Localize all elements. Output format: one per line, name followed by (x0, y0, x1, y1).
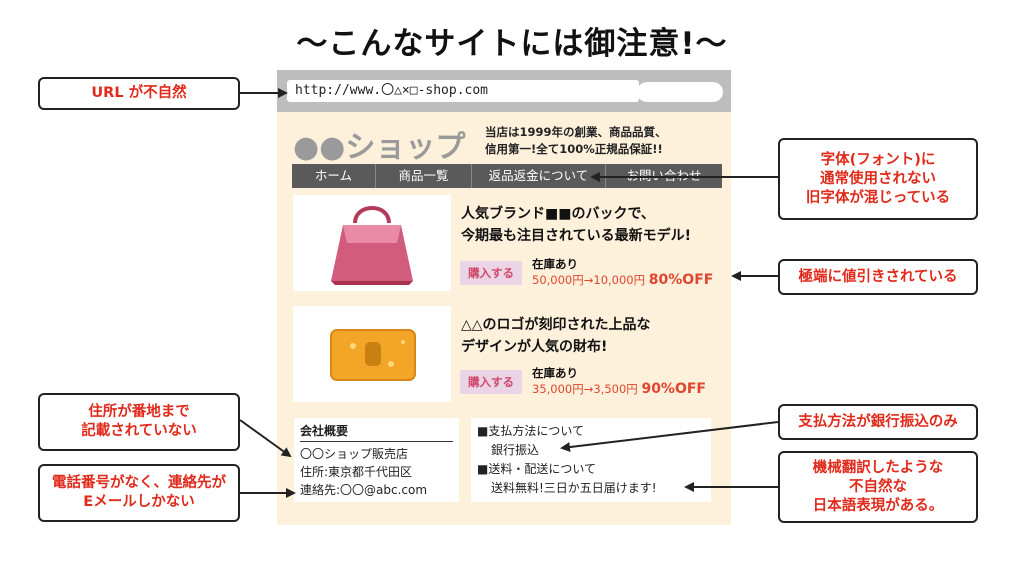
product-2-discount: 90%OFF (641, 381, 706, 397)
callout-url: URL が不自然 (38, 77, 240, 110)
payment-info-box: ■支払方法について 銀行振込 ■送料・配送について 送料無料!三日か五日届けます… (471, 418, 711, 502)
arrow-payment (560, 421, 779, 453)
product-1-title-line-1: 人気ブランド■■のバックで、 (461, 206, 655, 222)
company-address: 住所:東京都千代田区 (300, 465, 413, 479)
callout-phone: 電話番号がなく、連絡先が Eメールしかない (38, 464, 240, 522)
company-heading: 会社概要 (300, 422, 453, 442)
product-2-stock: 在庫あり (532, 366, 578, 380)
nav-home[interactable]: ホーム (292, 164, 376, 188)
product-2-price: 35,000円→3,500円 90%OFF (532, 381, 706, 397)
callout-address: 住所が番地まで 記載されていない (38, 393, 240, 451)
product-image-bag[interactable] (293, 195, 451, 291)
company-contact: 連絡先:〇〇@abc.com (300, 483, 428, 497)
company-name: 〇〇ショップ販売店 (300, 447, 409, 461)
search-field[interactable] (637, 82, 723, 102)
callout-font: 字体(フォント)に 通常使用されない 旧字体が混じっている (778, 138, 978, 220)
product-2-price-value: 35,000円→3,500円 (532, 382, 638, 396)
tagline-line-1: 当店は1999年の創業、商品品質、 (485, 125, 667, 139)
product-image-wallet[interactable] (293, 306, 451, 402)
product-1-title: 人気ブランド■■のバックで、 今期最も注目されている最新モデル! (461, 203, 691, 247)
shop-tagline: 当店は1999年の創業、商品品質、 信用第一!全て100%正規品保証!! (485, 124, 725, 158)
buy-button-2[interactable]: 購入する (460, 370, 522, 394)
shipping-heading: ■送料・配送について (477, 462, 596, 476)
nav-products[interactable]: 商品一覧 (376, 164, 472, 188)
callout-translation: 機械翻訳したような 不自然な 日本語表現がある。 (778, 451, 978, 523)
product-2-title-line-1: △△のロゴが刻印された上品な (461, 317, 651, 333)
nav-contact[interactable]: お問い合わせ (626, 168, 702, 183)
page-title: 〜こんなサイトには御注意!〜 (296, 26, 728, 62)
wallet-icon (330, 329, 416, 381)
product-1-price-value: 50,000円→10,000円 (532, 273, 646, 287)
product-2-title: △△のロゴが刻印された上品な デザインが人気の財布! (461, 314, 651, 358)
product-1-stock: 在庫あり (532, 257, 578, 271)
callout-payment: 支払方法が銀行振込のみ (778, 404, 978, 440)
company-info-box: 会社概要 〇〇ショップ販売店 住所:東京都千代田区 連絡先:〇〇@abc.com (294, 418, 459, 502)
shipping-text: 送料無料!三日か五日届けます! (491, 481, 657, 495)
buy-button-1[interactable]: 購入する (460, 261, 522, 285)
product-1-title-line-2: 今期最も注目されている最新モデル! (461, 228, 691, 244)
product-1-price: 50,000円→10,000円 80%OFF (532, 272, 713, 288)
address-bar: http://www.〇△×□-shop.com (277, 70, 731, 112)
handbag-icon (331, 206, 413, 285)
payment-method: 銀行振込 (491, 443, 540, 457)
payment-method-heading: ■支払方法について (477, 424, 584, 438)
product-1-discount: 80%OFF (648, 272, 714, 288)
url-field[interactable]: http://www.〇△×□-shop.com (287, 80, 639, 102)
shop-logo: ●●ショップ (293, 130, 466, 165)
arrow-address (239, 419, 292, 458)
tagline-line-2: 信用第一!全て100%正規品保証!! (485, 142, 663, 156)
callout-discount: 極端に値引きされている (778, 259, 978, 295)
product-2-title-line-2: デザインが人気の財布! (461, 339, 608, 355)
